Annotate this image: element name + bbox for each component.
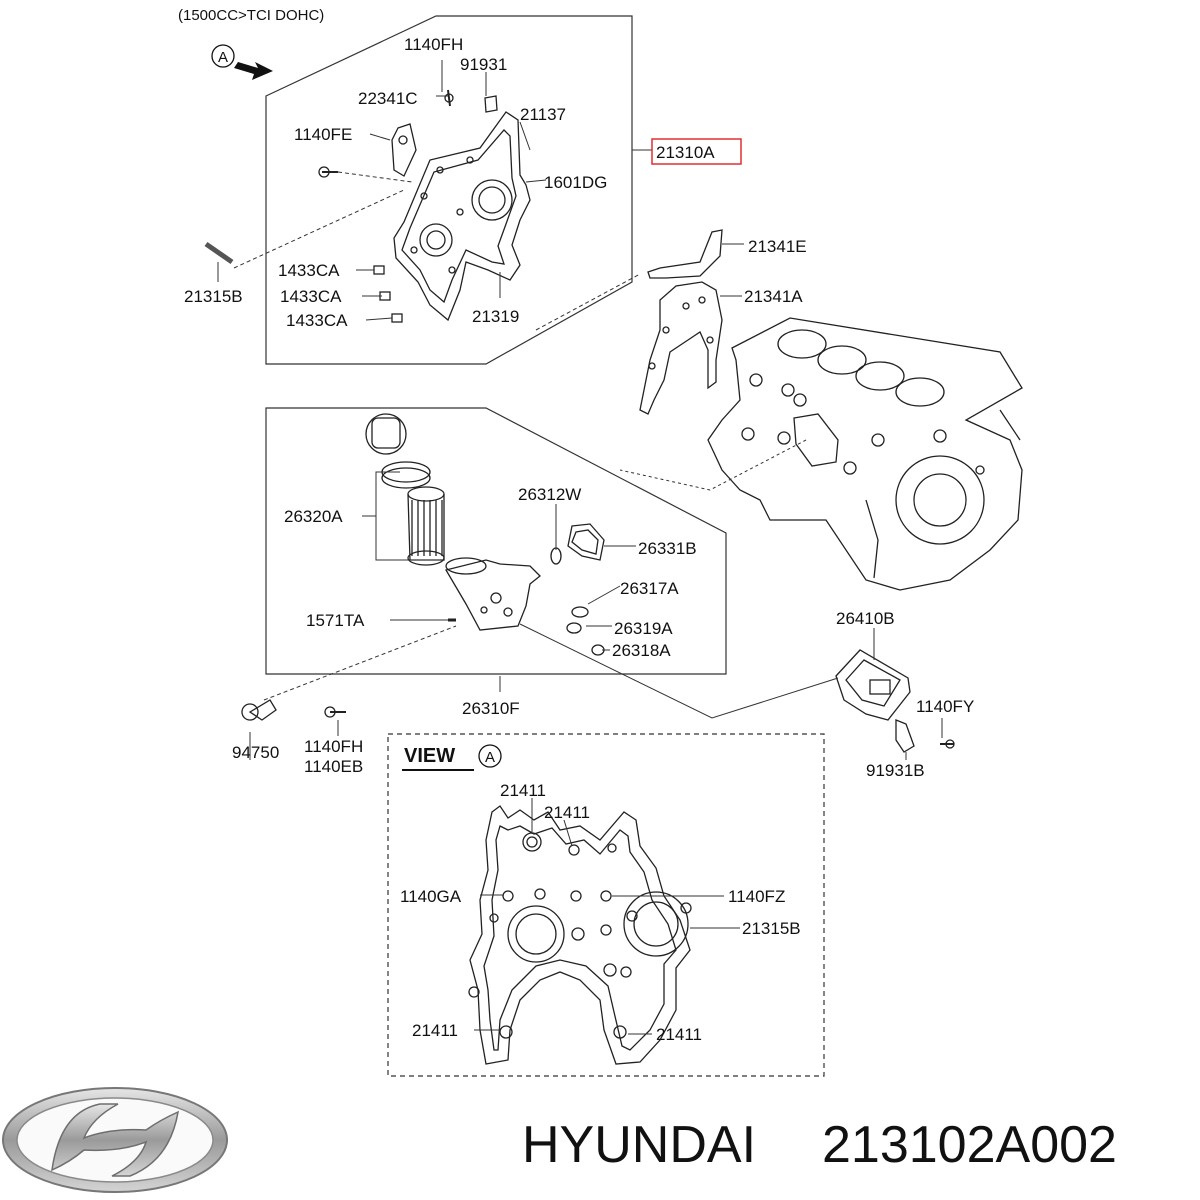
label-21341e: 21341E xyxy=(748,237,807,256)
label-94750: 94750 xyxy=(232,743,279,762)
label-26319a: 26319A xyxy=(614,619,673,638)
leader-lines xyxy=(217,60,943,760)
view-a-box xyxy=(387,733,825,1077)
highlight-21310a xyxy=(651,138,742,165)
hyundai-logo xyxy=(2,1087,228,1193)
view-a-leader-lines xyxy=(474,798,740,1035)
view-a-label-21411-c: 21411 xyxy=(412,1021,458,1040)
label-1433ca-3: 1433CA xyxy=(286,311,348,330)
label-26318a: 26318A xyxy=(612,641,671,660)
footer-part-number: 213102A002 xyxy=(822,1116,1117,1174)
oil-cooler-drawing xyxy=(835,649,955,753)
view-a-label-21411-b: 21411 xyxy=(544,803,590,822)
label-1140fy: 1140FY xyxy=(916,697,974,716)
label-26317a: 26317A xyxy=(620,579,679,598)
view-a-marker: A xyxy=(211,44,273,80)
view-a-title-marker: A xyxy=(478,744,502,768)
label-26410b: 26410B xyxy=(836,609,895,628)
label-21319: 21319 xyxy=(472,307,519,326)
svg-text:A: A xyxy=(218,49,228,66)
label-1140fh-top: 1140FH xyxy=(404,35,463,54)
view-a-label-21315b: 21315B xyxy=(742,919,801,938)
label-1601dg: 1601DG xyxy=(544,173,607,192)
engine-spec-header: (1500CC>TCI DOHC) xyxy=(178,7,324,24)
brand-name: HYUNDAI xyxy=(522,1116,756,1174)
label-22341c: 22341C xyxy=(358,89,418,108)
label-21310a: 21310A xyxy=(656,143,715,162)
view-a-label-21411-a: 21411 xyxy=(500,781,546,800)
label-21315b: 21315B xyxy=(184,287,243,306)
label-26331b: 26331B xyxy=(638,539,697,558)
label-26310f: 26310F xyxy=(462,699,520,718)
label-1571ta: 1571TA xyxy=(306,611,365,630)
label-1140fh-bottom: 1140FH xyxy=(304,737,363,756)
timing-cover-group-box xyxy=(265,15,633,365)
oil-filter-group-box xyxy=(265,407,727,675)
label-91931b: 91931B xyxy=(866,761,925,780)
front-case-gaskets xyxy=(639,229,723,415)
view-a-title: VIEW xyxy=(404,745,455,767)
engine-block-drawing xyxy=(707,317,1023,591)
view-a-label-1140fz: 1140FZ xyxy=(728,887,785,906)
timing-cover-drawing xyxy=(204,89,531,323)
view-a-label-21411-d: 21411 xyxy=(656,1025,702,1044)
svg-text:A: A xyxy=(485,749,495,766)
label-26312w: 26312W xyxy=(518,485,581,504)
label-1140eb: 1140EB xyxy=(304,757,363,776)
label-91931: 91931 xyxy=(460,55,507,74)
label-21137: 21137 xyxy=(520,105,566,124)
view-a-label-1140ga: 1140GA xyxy=(400,887,462,906)
label-1140fe: 1140FE xyxy=(294,125,352,144)
sensor-drawing xyxy=(241,699,346,721)
label-1433ca-1: 1433CA xyxy=(278,261,340,280)
label-1433ca-2: 1433CA xyxy=(280,287,342,306)
label-26320a: 26320A xyxy=(284,507,343,526)
view-a-cover-drawing xyxy=(468,805,692,1065)
label-21341a: 21341A xyxy=(744,287,803,306)
view-arrow-icon xyxy=(234,62,273,80)
oil-filter-drawing xyxy=(365,413,605,656)
